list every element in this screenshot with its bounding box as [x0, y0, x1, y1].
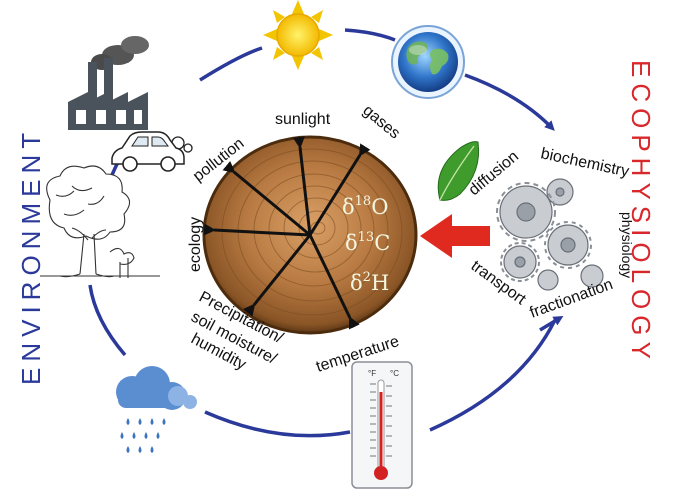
car-icon [111, 131, 193, 172]
label-physiology: physiology [619, 212, 635, 278]
cycle-arc-top-left [199, 46, 263, 82]
label-ecology: ecology [187, 217, 204, 272]
leaf-icon [437, 141, 480, 201]
label-biochemistry: biochemistry [539, 145, 630, 180]
ecophysiology-label: ECOPHYSIOLOGY [626, 60, 656, 365]
isotope-carbon: δ13C [345, 230, 390, 255]
tree-icon [40, 165, 160, 278]
thermo-label-f: °F [368, 369, 376, 378]
svg-text:δ18O: δ18O [342, 194, 388, 219]
sun-icon [263, 0, 333, 70]
factory-icon [68, 36, 149, 130]
cycle-arc-top [344, 28, 396, 42]
arrow-temperature [308, 234, 360, 330]
cycle-arrowhead-bottom-right [539, 315, 564, 332]
arrow-precipitation [243, 234, 312, 317]
factor-arrows [203, 136, 371, 330]
isotope-hydrogen: δ2H [350, 270, 389, 295]
rain-cloud-icon [116, 366, 197, 453]
big-red-arrow [420, 214, 490, 258]
environment-label: ENVIRONMENT [16, 127, 46, 385]
arrow-ecology [203, 223, 311, 237]
thermometer-icon: °F °C [351, 361, 413, 489]
cycle-arc-top-right [464, 73, 555, 131]
cycle-arrows [88, 28, 564, 438]
cycle-arc-bottom-right [429, 319, 557, 432]
gears-icon [496, 178, 604, 291]
arrow-sunlight [292, 136, 312, 236]
arrow-gases [308, 143, 371, 236]
arrow-pollution [222, 160, 311, 237]
svg-text:δ13C: δ13C [345, 230, 390, 255]
thermo-label-c: °C [390, 369, 399, 378]
svg-text:δ2H: δ2H [350, 270, 389, 295]
globe-icon [391, 25, 465, 99]
isotope-oxygen: δ18O [342, 194, 388, 219]
cycle-arc-bottom [204, 410, 351, 438]
cycle-arc-left [88, 284, 127, 357]
label-sunlight: sunlight [275, 111, 331, 128]
label-gases: gases [359, 102, 403, 142]
